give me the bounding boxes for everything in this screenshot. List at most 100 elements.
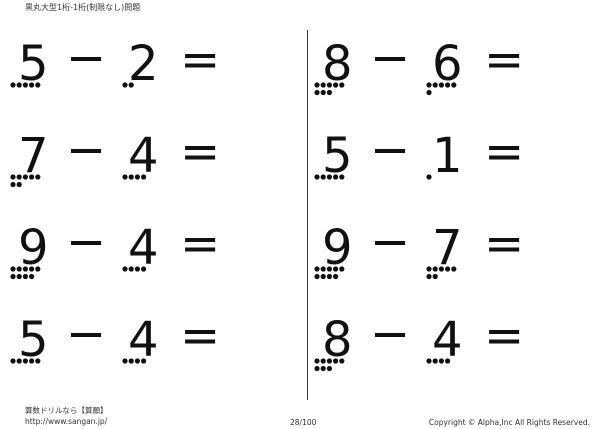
counting-dot <box>314 174 320 180</box>
counting-dot <box>128 266 134 272</box>
counting-dot <box>22 358 28 364</box>
left-column: 5−2= 7−4= 9−4= 5−4= <box>8 22 288 390</box>
counting-dot <box>314 89 320 96</box>
problem-graphic: 8−4= <box>314 306 587 372</box>
second-operand-dots <box>122 358 147 364</box>
problem-graphic: 5−4= <box>10 306 283 368</box>
problem-row: 5−4= <box>8 298 288 390</box>
counting-dot <box>426 358 432 364</box>
counting-dot <box>22 273 28 280</box>
first-operand-dots <box>10 358 41 364</box>
counting-dot <box>128 82 134 88</box>
problem-row: 7−4= <box>8 114 288 206</box>
counting-dot <box>339 358 345 364</box>
counting-dot <box>10 181 16 188</box>
equals-sign: = <box>484 216 524 272</box>
counting-dot <box>35 174 41 180</box>
counting-dot <box>314 273 320 280</box>
answer-field[interactable] <box>532 38 587 84</box>
counting-dot <box>426 266 432 272</box>
first-operand-dots <box>10 266 41 280</box>
counting-dot <box>451 82 457 88</box>
answer-field[interactable] <box>228 314 283 360</box>
counting-dot <box>10 174 16 180</box>
counting-dot <box>445 358 451 364</box>
counting-dot <box>29 358 35 364</box>
first-operand: 8 <box>322 36 353 92</box>
counting-dot <box>438 266 444 272</box>
equals-sign: = <box>180 124 220 180</box>
counting-dot <box>326 82 332 88</box>
problem-graphic: 9−7= <box>314 214 587 280</box>
counting-dot <box>333 266 339 272</box>
counting-dot <box>16 82 22 88</box>
counting-dot <box>22 174 28 180</box>
first-operand: 5 <box>18 312 49 368</box>
counting-dot <box>128 174 134 180</box>
second-operand-dots <box>426 174 432 180</box>
minus-sign: − <box>370 214 410 270</box>
counting-dot <box>438 358 444 364</box>
answer-field[interactable] <box>532 314 587 360</box>
counting-dot <box>10 358 16 364</box>
counting-dot <box>141 174 147 180</box>
counting-dot <box>314 358 320 364</box>
counting-dot <box>320 358 326 364</box>
counting-dot <box>16 358 22 364</box>
problem-graphic: 8−6= <box>314 30 587 96</box>
first-operand: 7 <box>18 128 49 184</box>
counting-dot <box>122 266 128 272</box>
counting-dot <box>326 89 332 96</box>
counting-dot <box>29 266 35 272</box>
minus-sign: − <box>370 122 410 178</box>
counting-dot <box>16 273 22 280</box>
counting-dot <box>326 273 332 280</box>
equals-sign: = <box>180 216 220 272</box>
counting-dot <box>314 365 320 372</box>
counting-dot <box>16 174 22 180</box>
counting-dot <box>326 266 332 272</box>
counting-dot <box>426 82 432 88</box>
counting-dot <box>320 82 326 88</box>
counting-dot <box>35 82 41 88</box>
counting-dot <box>134 358 140 364</box>
counting-dot <box>339 174 345 180</box>
counting-dot <box>16 266 22 272</box>
second-operand-dots <box>122 266 147 272</box>
first-operand: 9 <box>18 220 49 276</box>
counting-dot <box>432 358 438 364</box>
first-operand-dots <box>10 82 41 88</box>
second-operand: 1 <box>432 128 463 184</box>
counting-dot <box>326 174 332 180</box>
minus-sign: − <box>370 306 410 362</box>
first-operand: 5 <box>322 128 353 184</box>
counting-dot <box>141 266 147 272</box>
answer-field[interactable] <box>532 222 587 268</box>
answer-field[interactable] <box>228 222 283 268</box>
counting-dot <box>10 273 16 280</box>
footer-url-link[interactable]: http://www.sangan.jp/ <box>25 417 108 426</box>
counting-dot <box>326 358 332 364</box>
counting-dot <box>128 358 134 364</box>
copyright: Copyright © Alpha,Inc All Rights Reserve… <box>428 418 590 427</box>
second-operand-dots <box>122 174 147 180</box>
counting-dot <box>445 82 451 88</box>
counting-dot <box>320 174 326 180</box>
answer-field[interactable] <box>532 130 587 176</box>
counting-dot <box>339 82 345 88</box>
problem-graphic: 9−4= <box>10 214 283 280</box>
column-divider <box>307 30 308 400</box>
answer-field[interactable] <box>228 38 283 84</box>
problem-graphic: 5−2= <box>10 30 283 92</box>
second-operand-dots <box>426 266 457 280</box>
right-column: 8−6=5−1=9−7=8−4= <box>312 22 592 390</box>
equals-sign: = <box>484 124 524 180</box>
counting-dot <box>122 358 128 364</box>
problem-row: 5−1 = <box>312 114 592 206</box>
problem-row: 5−2= <box>8 22 288 114</box>
counting-dot <box>122 82 128 88</box>
answer-field[interactable] <box>228 130 283 176</box>
footer-site: 算数ドリルなら【算願】 http://www.sangan.jp/ <box>25 405 108 427</box>
second-operand-dots <box>122 82 134 88</box>
counting-dot <box>432 273 438 280</box>
